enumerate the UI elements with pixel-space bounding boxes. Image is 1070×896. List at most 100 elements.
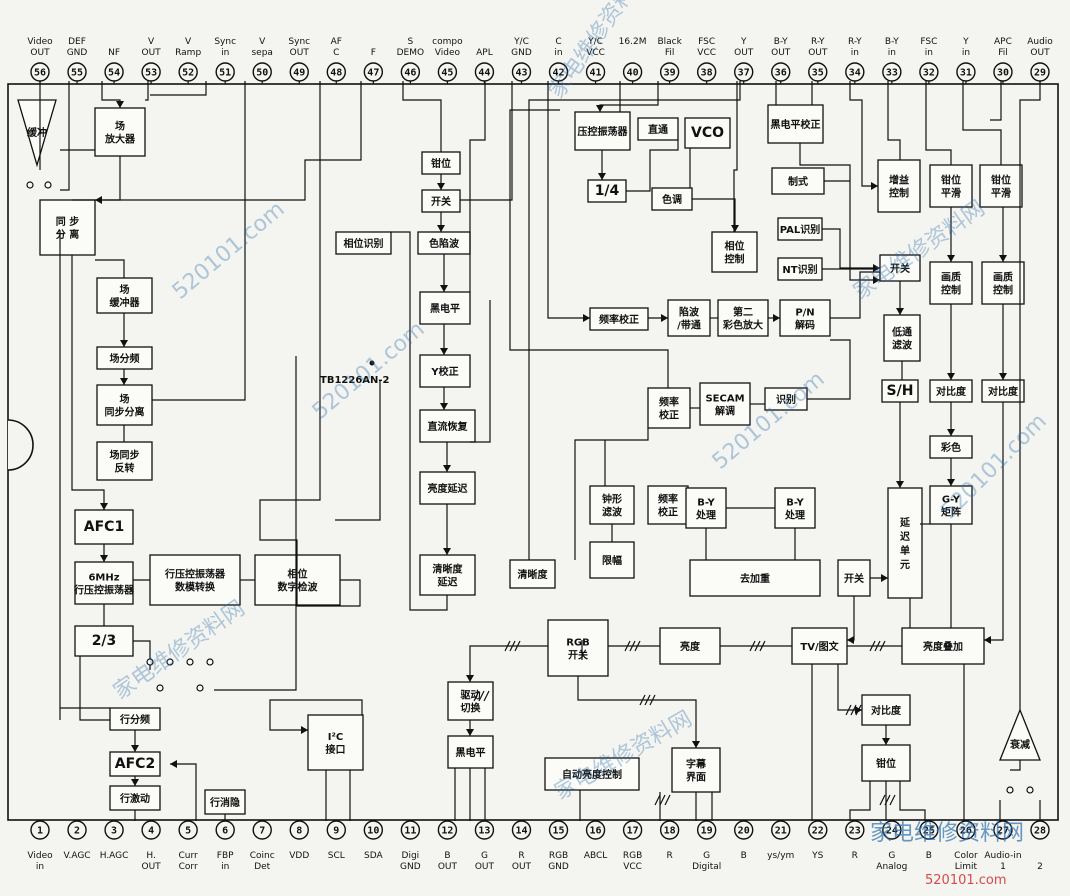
pin-label: Sync <box>288 37 310 47</box>
pin-label-2: OUT <box>142 862 162 872</box>
block-black-corr: 黑电平校正 <box>767 104 824 144</box>
block-bright-add: 亮度叠加 <box>901 627 985 665</box>
pin-label: RGB <box>549 851 568 861</box>
pin-number: 19 <box>701 826 713 837</box>
pin-label: V.AGC <box>63 851 90 861</box>
block-by-proc2: B-Y处理 <box>774 487 816 529</box>
pin-label-2: Ramp <box>175 48 201 58</box>
pin-label-2: 2 <box>1037 862 1043 872</box>
pin-label: FSC <box>920 37 937 47</box>
block-label: 行压控振荡器 <box>73 584 135 597</box>
block-label: 彩色放大 <box>722 319 763 332</box>
block-label: 黑电平 <box>456 746 486 759</box>
pin-label: FBP <box>217 851 234 861</box>
pin-25: 25B <box>919 820 939 861</box>
block-label: 场 <box>120 393 130 406</box>
block-by-proc1: B-Y处理 <box>685 487 727 529</box>
pin-label-2: Fil <box>998 48 1008 58</box>
pin-label: S <box>408 37 414 47</box>
pin-label-2: OUT <box>142 48 162 58</box>
block-label: 延 <box>899 516 911 529</box>
block-label: 频率校正 <box>599 313 639 326</box>
watermark-text: 520101.com <box>168 197 290 305</box>
block-label: 色调 <box>662 193 682 206</box>
pin-label-2: DEMO <box>397 48 424 58</box>
block-label: 第二 <box>733 306 753 319</box>
pin-number: 28 <box>1034 826 1046 837</box>
pin-label-2: 1 <box>1000 862 1006 872</box>
pin-label-2: OUT <box>734 48 754 58</box>
pin-47: 47F <box>363 48 384 84</box>
block-chroma-trap: 色陷波 <box>417 231 471 255</box>
block-label: I²C <box>328 732 343 743</box>
pin-number: 53 <box>145 68 157 79</box>
block-switch-b: 开关 <box>837 559 871 597</box>
block-label: VCO <box>691 125 724 141</box>
pin-34: 34R-Yin <box>845 37 865 84</box>
pin-number: 20 <box>738 826 750 837</box>
pin-label: FSC <box>698 37 715 47</box>
pin-number: 49 <box>293 68 305 79</box>
block-label: 解调 <box>715 405 735 418</box>
pin-label-2: OUT <box>512 862 532 872</box>
block-label: 单 <box>900 544 910 557</box>
pin-label: Color <box>954 851 978 861</box>
block-label: B-Y <box>697 498 715 509</box>
triangle-label: 缓冲 <box>26 126 47 139</box>
pin-number: 43 <box>515 68 527 79</box>
block-label: 6MHz <box>88 573 119 584</box>
block-label: 开关 <box>890 262 910 275</box>
pin-number: 1 <box>37 826 43 837</box>
block-label: 数模转换 <box>175 581 216 594</box>
pin-number: 18 <box>664 826 676 837</box>
block-label: 直通 <box>648 123 668 136</box>
block-label: 元 <box>900 559 910 571</box>
pin-label: R-Y <box>811 37 825 47</box>
pin-label-2: Video <box>435 48 461 58</box>
block-label: 校正 <box>659 409 679 422</box>
block-label: 数字检波 <box>278 581 319 594</box>
block-label: 分 离 <box>56 228 79 241</box>
pin-number: 46 <box>404 68 416 79</box>
block-color: 彩色 <box>929 435 973 459</box>
block-label: 平滑 <box>941 187 961 200</box>
pin-label: 16.2M <box>619 37 647 47</box>
block-gy-matrix: G-Y矩阵 <box>929 485 973 525</box>
block-dc-restore: 直流恢复 <box>419 409 476 443</box>
block-label: 频率 <box>658 493 678 506</box>
buffer-amp-triangle: 缓冲 <box>17 99 57 168</box>
block-switch-a: 开关 <box>421 189 461 213</box>
block-label: 校正 <box>658 506 678 519</box>
pin-number: 30 <box>997 68 1009 79</box>
pin-label: Coinc <box>250 851 275 861</box>
block-label: 钳位 <box>941 174 961 187</box>
block-system: 制式 <box>771 167 825 195</box>
pin-number: 52 <box>182 68 194 79</box>
block-label: 平滑 <box>991 187 1011 200</box>
pin-number: 26 <box>960 826 972 837</box>
block-label: 控制 <box>993 284 1013 297</box>
block-label: 控制 <box>941 284 961 297</box>
pin-label: Black <box>657 37 682 47</box>
block-label: 彩色 <box>940 441 961 454</box>
pin-number: 14 <box>515 826 527 837</box>
pin-label: AF <box>331 37 342 47</box>
